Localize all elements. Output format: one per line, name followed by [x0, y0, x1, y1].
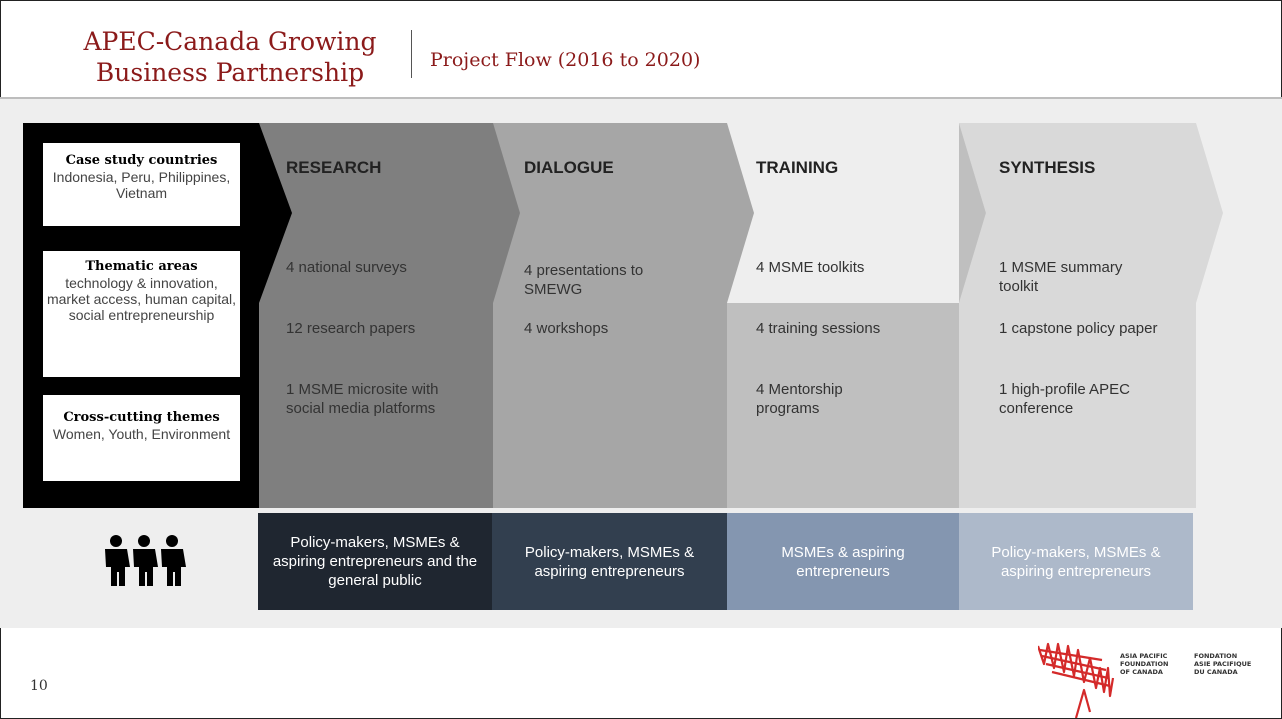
header-divider — [0, 97, 1282, 99]
logo-fr-line3: DU CANADA — [1194, 668, 1238, 676]
title-line-2: Business Partnership — [95, 58, 365, 87]
apf-canada-logo: ASIA PACIFIC FOUNDATION OF CANADA FONDAT… — [1038, 642, 1251, 718]
cross-cutting-body: Women, Youth, Environment — [52, 426, 231, 442]
stage-synthesis-item: 1 capstone policy paper — [999, 320, 1158, 337]
stage-dialogue-item: 4 workshops — [524, 320, 609, 337]
stage-synthesis-item: 1 MSME summary toolkit — [999, 259, 1123, 295]
logo-fr-line2: ASIE PACIFIQUE — [1194, 660, 1251, 668]
case-study-title: Case study countries — [65, 153, 218, 168]
stage-dialogue-item: 4 presentations to SMEWG — [524, 262, 644, 298]
stage-synthesis-item: 1 high-profile APEC conference — [999, 381, 1130, 417]
people-group-icon — [105, 535, 186, 586]
audience-synthesis-text: Policy-makers, MSMEs & aspiring entrepre… — [991, 543, 1161, 580]
header-separator — [411, 30, 412, 78]
stage-training-item: 4 MSME toolkits — [756, 259, 865, 276]
chevron-synthesis — [959, 123, 1223, 508]
title-line-1: APEC-Canada Growing — [83, 27, 377, 56]
case-study-box: Case study countries Indonesia, Peru, Ph… — [43, 143, 240, 226]
stage-dialogue: DIALOGUE 4 presentations to SMEWG 4 work… — [524, 123, 724, 508]
stage-training: TRAINING 4 MSME toolkits 4 training sess… — [756, 123, 956, 508]
thematic-areas-body: technology & innovation, market access, … — [46, 275, 237, 323]
stage-research-item: 4 national surveys — [286, 259, 407, 276]
stage-synthesis-title: SYNTHESIS — [999, 158, 1096, 177]
stage-research-title: RESEARCH — [286, 158, 382, 177]
page-subtitle: Project Flow (2016 to 2020) — [430, 49, 701, 71]
stage-research: RESEARCH 4 national surveys 12 research … — [286, 123, 486, 508]
audience-dialogue-text: Policy-makers, MSMEs & aspiring entrepre… — [524, 543, 695, 580]
audience-training: MSMEs & aspiring entrepreneurs — [727, 513, 959, 610]
audience-research-text: Policy-makers, MSMEs & aspiring entrepre… — [272, 534, 478, 589]
logo-fr-line1: FONDATION — [1194, 652, 1237, 660]
page-number: 10 — [30, 678, 48, 694]
stage-training-title: TRAINING — [756, 158, 839, 177]
audience-research: Policy-makers, MSMEs & aspiring entrepre… — [258, 513, 492, 610]
chevron-training — [727, 123, 986, 508]
stage-training-item: 4 training sessions — [756, 320, 881, 337]
page-title: APEC-Canada Growing Business Partnership — [70, 26, 390, 88]
logo-en-line3: OF CANADA — [1120, 668, 1163, 676]
stage-research-item: 12 research papers — [286, 320, 416, 337]
thematic-areas-title: Thematic areas — [85, 259, 198, 274]
stage-research-item: 1 MSME microsite with social media platf… — [286, 381, 439, 417]
chevron-dialogue — [493, 123, 754, 508]
audience-synthesis: Policy-makers, MSMEs & aspiring entrepre… — [959, 513, 1193, 610]
audience-training-text: MSMEs & aspiring entrepreneurs — [781, 543, 905, 580]
case-study-body: Indonesia, Peru, Philippines, Vietnam — [52, 169, 231, 201]
stage-training-item: 4 Mentorship programs — [756, 381, 843, 417]
audience-dialogue: Policy-makers, MSMEs & aspiring entrepre… — [492, 513, 727, 610]
chevron-research — [259, 123, 520, 508]
stage-dialogue-title: DIALOGUE — [524, 158, 614, 177]
cross-cutting-title: Cross-cutting themes — [63, 410, 220, 425]
logo-en-line2: FOUNDATION — [1120, 660, 1168, 668]
stage-synthesis: SYNTHESIS 1 MSME summary toolkit 1 capst… — [999, 123, 1199, 508]
cross-cutting-box: Cross-cutting themes Women, Youth, Envir… — [43, 395, 240, 481]
thematic-areas-box: Thematic areas technology & innovation, … — [43, 251, 240, 377]
logo-en-line1: ASIA PACIFIC — [1120, 652, 1168, 660]
